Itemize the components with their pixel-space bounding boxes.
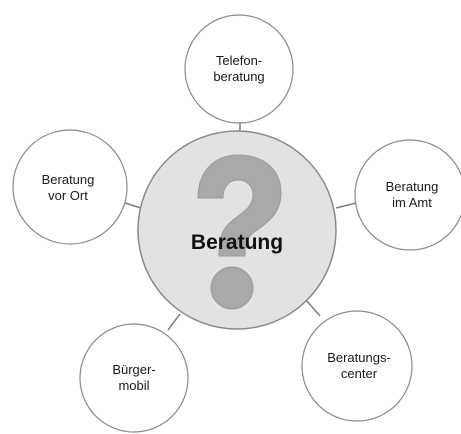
question-mark-icon (197, 154, 282, 310)
node-circle (301, 310, 413, 422)
node-label-line1: Beratungs- (327, 350, 391, 365)
node-beratung-vor-ort: Beratung vor Ort (12, 129, 128, 245)
node-beratung-im-amt: Beratung im Amt (354, 139, 461, 251)
connector-beratungscenter (305, 299, 321, 317)
node-label-line2: beratung (213, 69, 264, 84)
node-label-line1: Beratung (386, 179, 439, 194)
connector-buergermobil (167, 313, 181, 331)
node-label-line2: mobil (118, 378, 149, 393)
node-circle (79, 323, 189, 433)
center-label: Beratung (191, 231, 283, 254)
node-label-line1: Telefon- (216, 53, 262, 68)
node-label-line2: center (341, 366, 378, 381)
node-buergermobil: Bürger- mobil (79, 323, 189, 433)
node-label-line2: vor Ort (48, 188, 88, 203)
center-node: Beratung (137, 130, 337, 330)
node-circle (12, 129, 128, 245)
node-label-line1: Beratung (42, 172, 95, 187)
node-circle (184, 14, 294, 124)
node-telefonberatung: Telefon- beratung (184, 14, 294, 124)
node-label-line1: Bürger- (112, 362, 155, 377)
node-circle (354, 139, 461, 251)
node-label-line2: im Amt (392, 195, 432, 210)
node-beratungscenter: Beratungs- center (301, 310, 413, 422)
connector-beratung-im-amt (335, 202, 357, 209)
connector-beratung-vor-ort (124, 202, 142, 209)
